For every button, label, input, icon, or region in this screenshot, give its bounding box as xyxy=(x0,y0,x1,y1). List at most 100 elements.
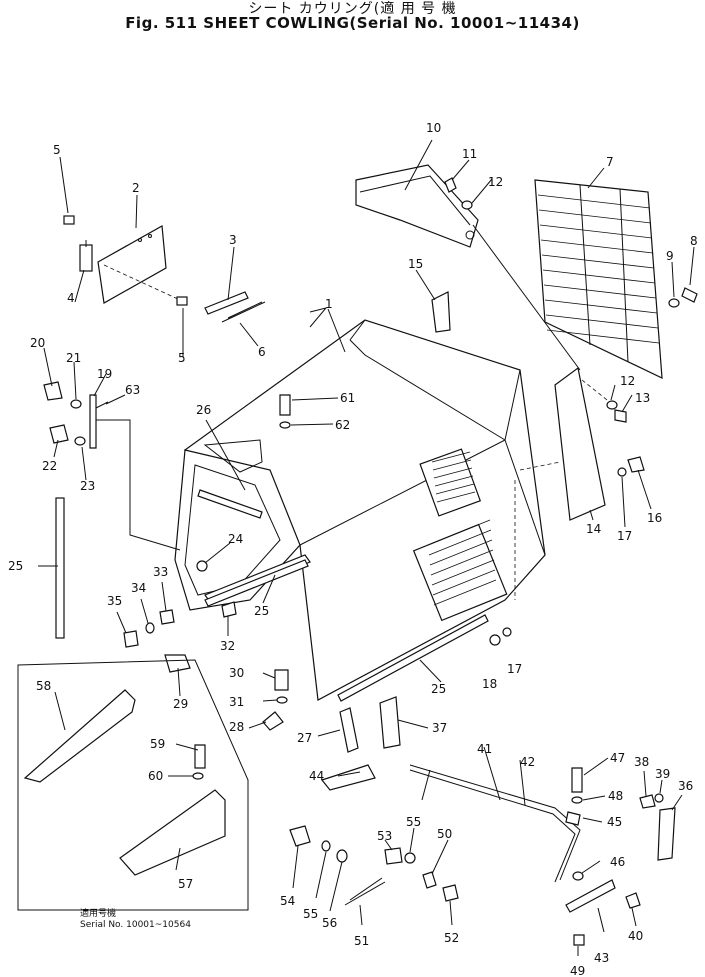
bracket-part-44 xyxy=(320,764,376,791)
bracket-part-29 xyxy=(164,654,191,673)
callout-27: 27 xyxy=(297,731,312,745)
seal-strip-part-25-left xyxy=(55,497,65,639)
callout-19: 19 xyxy=(97,367,112,381)
callout-26: 26 xyxy=(196,403,211,417)
nut-part-13 xyxy=(614,409,627,423)
callout-39: 39 xyxy=(655,767,670,781)
callout-9: 9 xyxy=(666,249,674,263)
side-panel-part-14 xyxy=(472,224,608,521)
callout-45: 45 xyxy=(607,815,622,829)
callout-6: 6 xyxy=(258,345,266,359)
callout-41: 41 xyxy=(477,742,492,756)
callout-labels: 1 2 3 4 5 5 6 7 8 9 10 11 12 12 13 14 15… xyxy=(8,121,698,977)
bracket-part-28 xyxy=(262,711,284,731)
bracket-part-37 xyxy=(379,696,401,749)
bracket-part-36 xyxy=(657,807,676,861)
callout-56: 56 xyxy=(322,916,337,930)
washer-part-60 xyxy=(192,772,204,780)
grille-part-7 xyxy=(534,179,663,379)
lower-vent-grille xyxy=(412,519,508,622)
callout-42: 42 xyxy=(520,755,535,769)
callout-8: 8 xyxy=(690,234,698,248)
bracket-part-50 xyxy=(422,871,437,889)
callout-17-lower: 17 xyxy=(507,662,522,676)
callout-13: 13 xyxy=(635,391,650,405)
callout-46: 46 xyxy=(610,855,625,869)
callout-53: 53 xyxy=(377,829,392,843)
callout-31: 31 xyxy=(229,695,244,709)
callout-12-upper: 12 xyxy=(488,175,503,189)
inset-variant-box: 適用号機 Serial No. 10001~10564 xyxy=(17,659,249,930)
washer-part-34 xyxy=(145,622,155,634)
callout-55-right: 55 xyxy=(406,815,421,829)
callout-40: 40 xyxy=(628,929,643,943)
callout-44: 44 xyxy=(309,769,324,783)
washer-part-12-lower xyxy=(606,400,618,410)
bolt-part-38 xyxy=(639,794,656,809)
callout-32: 32 xyxy=(220,639,235,653)
bolt-part-47 xyxy=(571,767,583,793)
callout-5-upper: 5 xyxy=(53,143,61,157)
callout-25-lower: 25 xyxy=(431,682,446,696)
nut-part-49 xyxy=(573,934,585,946)
bushing-part-52 xyxy=(442,884,459,902)
bolt-part-30 xyxy=(274,669,289,691)
washer-part-56 xyxy=(336,849,348,863)
washer-part-9 xyxy=(668,298,680,308)
latch-part-4 xyxy=(79,240,93,272)
callout-33: 33 xyxy=(153,565,168,579)
washer-part-31 xyxy=(276,696,288,704)
seal-strip-part-25-lower xyxy=(337,614,489,702)
bolt-part-53 xyxy=(384,847,403,865)
inset-serial-note: Serial No. 10001~10564 xyxy=(80,920,191,930)
washer-part-55-right xyxy=(404,852,416,864)
washer-part-12-upper xyxy=(461,200,473,210)
bolt-part-54 xyxy=(289,825,311,847)
bolt-part-16 xyxy=(627,456,645,473)
callout-38: 38 xyxy=(634,755,649,769)
washer-part-48 xyxy=(571,796,583,804)
callout-30: 30 xyxy=(229,666,244,680)
clip-part-45 xyxy=(565,811,581,826)
washer-part-23 xyxy=(74,436,86,446)
callout-52: 52 xyxy=(444,931,459,945)
callout-20: 20 xyxy=(30,336,45,350)
callout-10: 10 xyxy=(426,121,441,135)
callout-15: 15 xyxy=(408,257,423,271)
figure-title: Fig. 511 SHEET COWLING(Serial No. 10001~… xyxy=(125,14,580,32)
callout-49: 49 xyxy=(570,964,585,977)
pin-part-5-lower xyxy=(176,296,188,306)
bolt-part-59 xyxy=(194,744,206,769)
nut-part-24 xyxy=(196,560,208,572)
nut-part-18 xyxy=(489,634,501,646)
seal-strip-part-25-middle xyxy=(204,559,309,607)
post-part-27 xyxy=(339,707,359,753)
callout-54: 54 xyxy=(280,894,295,908)
callout-63: 63 xyxy=(125,383,140,397)
washer-part-39 xyxy=(654,793,664,803)
bolt-part-11 xyxy=(444,177,457,193)
leader-lines xyxy=(38,139,695,956)
callout-17-upper: 17 xyxy=(617,529,632,543)
upper-vent-grille xyxy=(419,448,482,517)
callout-7: 7 xyxy=(606,155,614,169)
callout-48: 48 xyxy=(608,789,623,803)
plate-part-43 xyxy=(565,879,616,913)
panel-part-2 xyxy=(97,225,181,304)
bracket-part-15 xyxy=(431,291,451,333)
callout-2: 2 xyxy=(132,181,140,195)
callout-25-left: 25 xyxy=(8,559,23,573)
callout-1: 1 xyxy=(325,297,333,311)
callout-50: 50 xyxy=(437,827,452,841)
callout-58: 58 xyxy=(36,679,51,693)
callout-21: 21 xyxy=(66,351,81,365)
callout-55-left: 55 xyxy=(303,907,318,921)
spring-part-51 xyxy=(344,877,386,906)
figure-title-japanese: シート カウリング(適 用 号 機 xyxy=(248,1,457,17)
nut-part-35 xyxy=(123,630,139,648)
washer-part-17-upper xyxy=(617,467,627,477)
hinge-part-3 xyxy=(204,291,266,323)
callout-34: 34 xyxy=(131,581,146,595)
callout-61: 61 xyxy=(340,391,355,405)
brace-part-57 xyxy=(119,789,226,876)
